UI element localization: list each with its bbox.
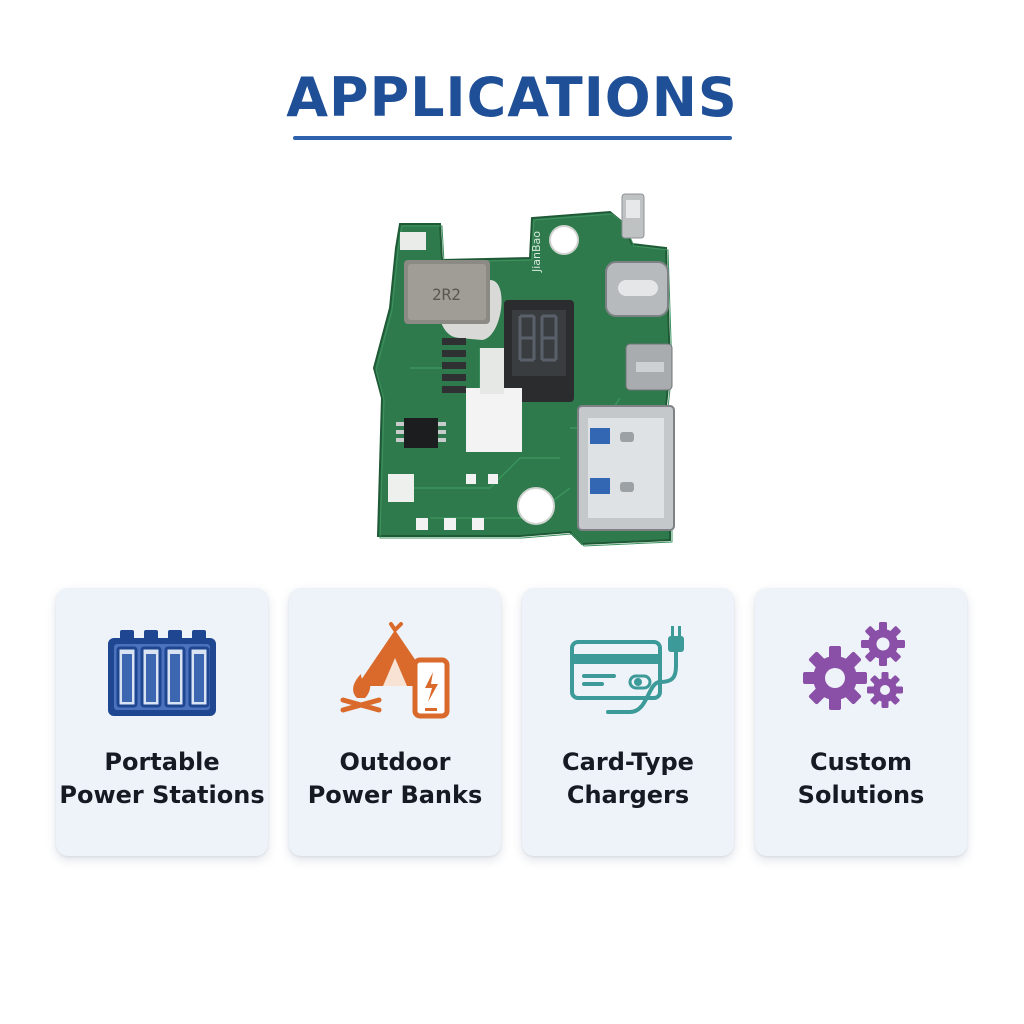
page-title: APPLICATIONS xyxy=(286,66,738,129)
svg-text:2R2: 2R2 xyxy=(432,285,461,304)
application-card-outdoor-power-banks: Outdoor Power Banks xyxy=(289,588,501,856)
application-label: Custom Solutions xyxy=(797,748,925,809)
applications-cards: Portable Power Stations Outdoor Power Ba… xyxy=(56,588,968,860)
card-charger-plug-icon xyxy=(570,626,684,714)
application-card-custom-solutions: Custom Solutions xyxy=(755,588,967,856)
tent-campfire-powerbank-icon xyxy=(340,622,450,719)
application-label: Card-Type Chargers xyxy=(562,748,694,809)
pcb-board-image: 2R2 Jian xyxy=(372,193,675,547)
gears-icon xyxy=(803,622,905,710)
svg-text:JianBao: JianBao xyxy=(530,231,543,273)
application-label: Portable Power Stations xyxy=(59,748,265,809)
application-label: Outdoor Power Banks xyxy=(307,748,483,809)
title-underline xyxy=(293,136,732,140)
battery-pack-icon xyxy=(108,630,216,716)
application-card-portable-power-stations: Portable Power Stations xyxy=(56,588,268,856)
application-card-card-type-chargers: Card-Type Chargers xyxy=(522,588,734,856)
